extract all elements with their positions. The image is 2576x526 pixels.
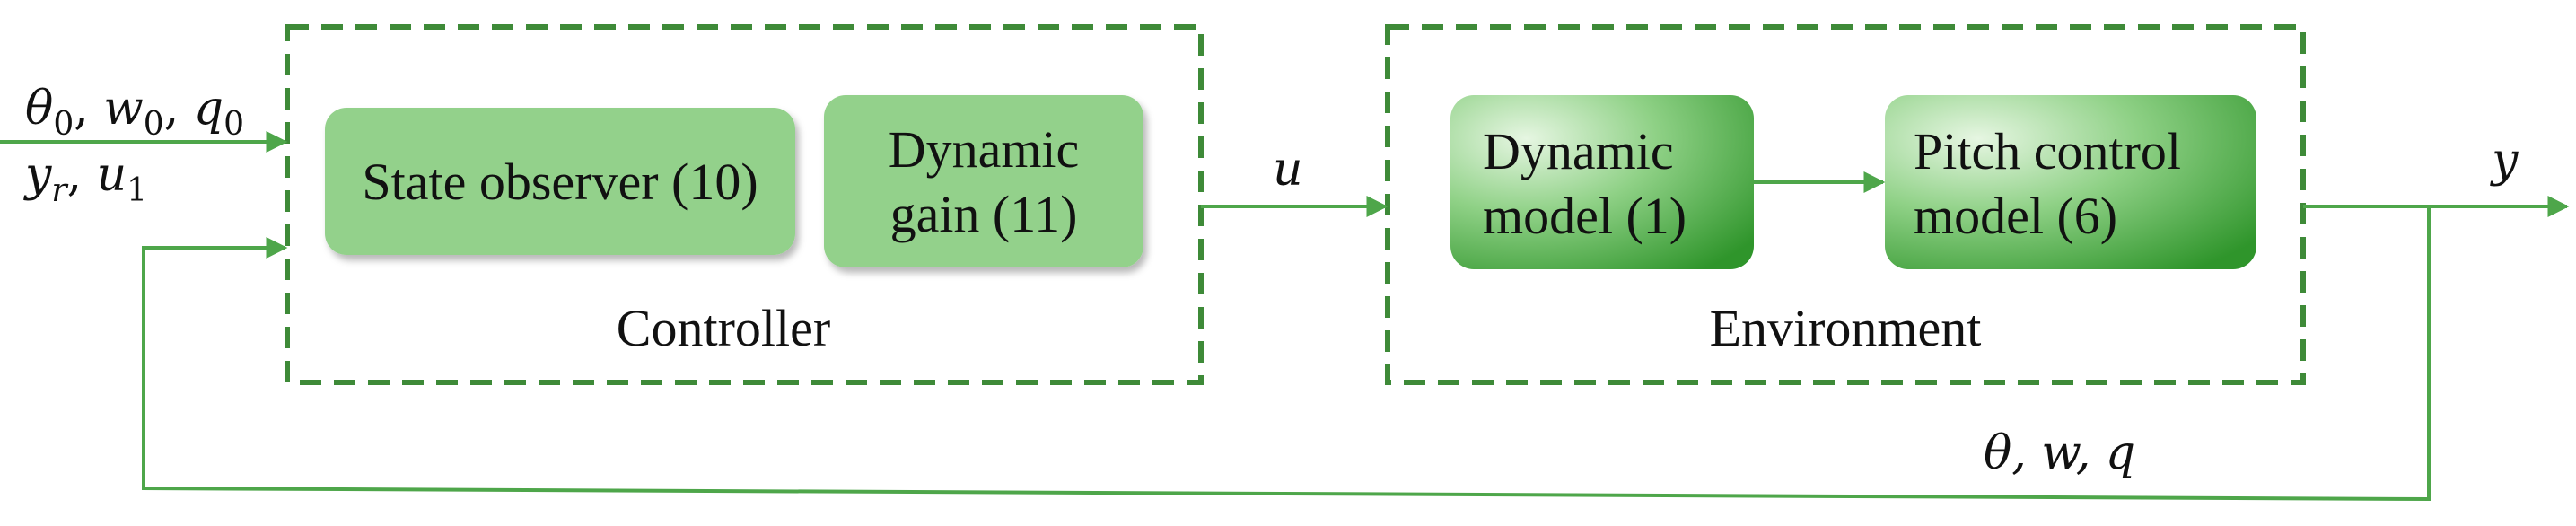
controller-group: State observer (10) Dynamic gain (11) Co… (285, 24, 1204, 385)
dynamic-gain-label-line1: Dynamic (889, 120, 1080, 179)
feedback-path (142, 206, 2431, 502)
dynamic-gain-label-line2: gain (11) (890, 185, 1078, 243)
y-signal-label: y (2490, 134, 2519, 188)
state-observer-label: State observer (10) (362, 153, 758, 211)
input-signals-line2: yr, u1 (23, 148, 147, 209)
pitch-control-model-label-line1: Pitch control (1914, 122, 2181, 180)
signal-lines (0, 131, 2570, 502)
dynamic-model-label-line1: Dynamic (1483, 122, 1674, 180)
feedback-signals-label: θ, w, q (1984, 426, 2135, 480)
pitch-control-model-block (1885, 95, 2256, 269)
environment-label: Environment (1710, 299, 1982, 357)
dynamic-gain-block (824, 95, 1143, 267)
u-signal-label: u (1273, 143, 1303, 197)
pitch-control-model-label-line2: model (6) (1914, 187, 2117, 245)
dynamic-model-block (1450, 95, 1754, 269)
environment-group: Dynamic model (1) Pitch control model (6… (1385, 24, 2306, 385)
dynamic-model-label-line2: model (1) (1483, 187, 1687, 245)
state-observer-block (325, 108, 795, 255)
controller-label: Controller (617, 299, 830, 357)
input-signals-line1: θ0, w0, q0 (25, 82, 244, 143)
